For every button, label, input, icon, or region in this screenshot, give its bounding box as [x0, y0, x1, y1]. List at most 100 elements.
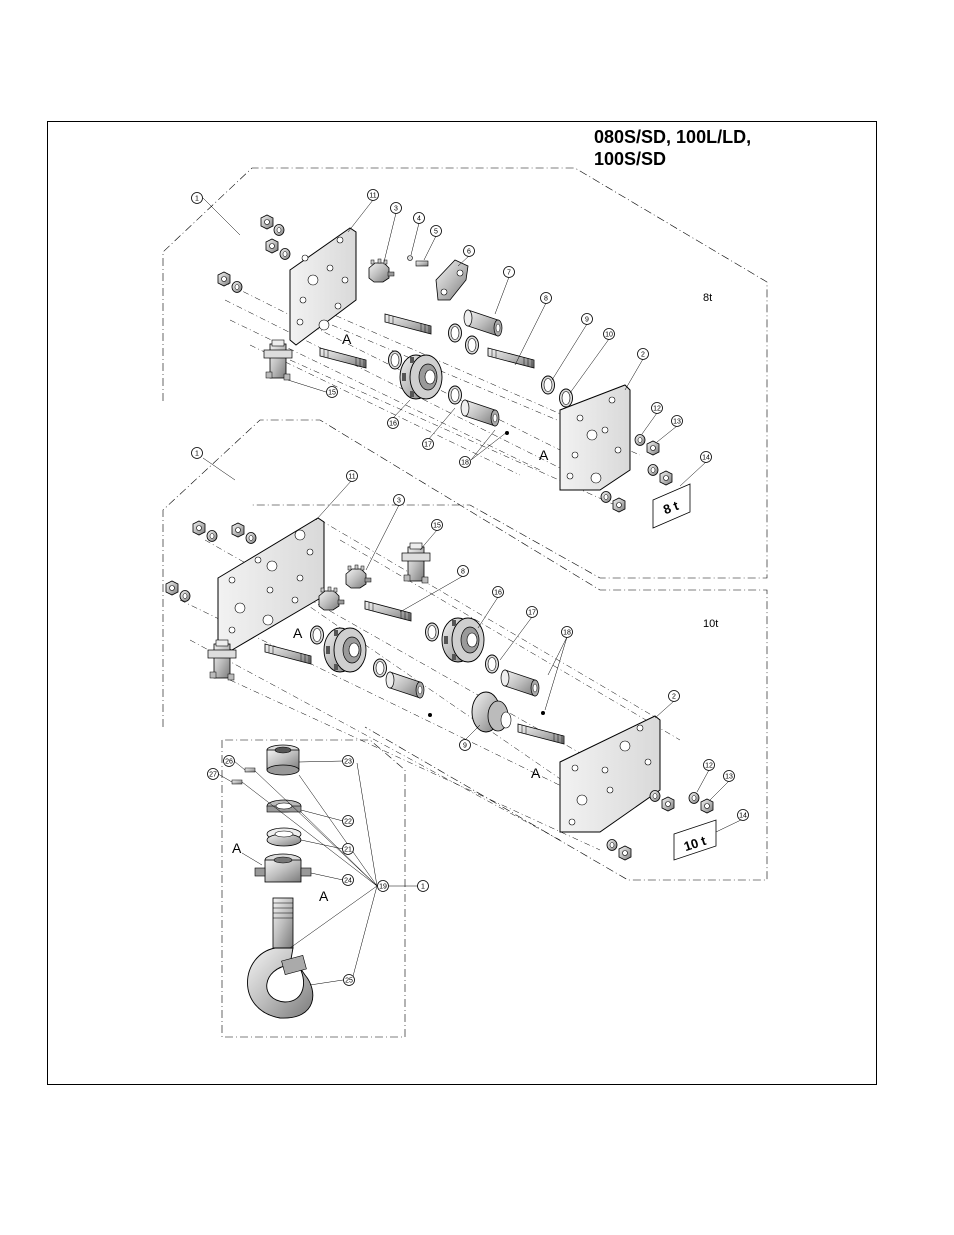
hook-boundary-line [221, 739, 406, 1038]
lower-ring-a [310, 625, 324, 645]
callout-27: 27 [207, 768, 219, 780]
callout-8-lower: 8 [457, 565, 469, 577]
upper-shaft-left [384, 313, 432, 335]
lower-capacity-plate-14 [673, 819, 717, 861]
upper-mark-a-right: A [539, 447, 549, 463]
lower-mark-a-left: A [293, 625, 303, 641]
upper-assembly-8t: 8 t 8t A A [162, 167, 768, 579]
upper-castle-nut-3 [368, 258, 395, 283]
lower-nut-a [192, 520, 206, 536]
lower-nut-c [165, 580, 179, 596]
upper-shaft-lower [319, 347, 367, 369]
lower-variant-label: 10t [703, 618, 718, 630]
model-title-line-2: 100S/SD [594, 149, 667, 169]
lower-grease-nipple-a [428, 713, 432, 717]
upper-nut-13 [646, 440, 660, 456]
upper-washer-a [273, 224, 285, 236]
lower-ring-c [425, 622, 439, 642]
callout-6: 6 [463, 245, 475, 257]
callout-11-lower: 11 [346, 470, 358, 482]
lower-castle-nut-b [318, 586, 345, 611]
lower-shaft-8 [364, 600, 412, 622]
svg-text:11: 11 [369, 193, 376, 200]
svg-text:1: 1 [421, 884, 425, 891]
callout-23: 23 [342, 755, 354, 767]
callout-16-lower: 16 [492, 586, 504, 598]
svg-text:1: 1 [195, 196, 199, 203]
svg-text:9: 9 [463, 743, 467, 750]
callout-25: 25 [343, 974, 355, 986]
upper-pin-4 [407, 255, 413, 261]
hook-mark-a-left: A [232, 840, 242, 856]
lower-guide-lines [179, 519, 681, 851]
callout-12-upper: 12 [651, 402, 663, 414]
lower-capacity-label: 10 t [682, 833, 709, 854]
svg-text:15: 15 [433, 523, 441, 530]
svg-text:4: 4 [417, 216, 421, 223]
callout-1-hook: 1 [417, 880, 429, 892]
lower-grease-nipple-b [541, 711, 545, 715]
callout-18-upper: 18 [459, 456, 471, 468]
lower-washer-a [206, 530, 218, 542]
callout-24: 24 [342, 874, 354, 886]
callout-5: 5 [430, 225, 442, 237]
upper-grease-nipple [505, 431, 509, 435]
lower-shaft-right [517, 723, 565, 745]
svg-text:17: 17 [424, 442, 432, 449]
upper-washer-b [279, 248, 291, 260]
lower-washer-c [179, 590, 191, 602]
upper-spacer-a [448, 323, 462, 343]
callout-9-lower: 9 [459, 739, 471, 751]
upper-washer-12 [634, 434, 646, 446]
callout-1-upper: 1 [191, 192, 203, 204]
upper-nut-lower [659, 470, 673, 486]
lower-leader-lines [202, 457, 744, 833]
callout-18-lower: 18 [561, 626, 573, 638]
lower-nut-13 [700, 798, 714, 814]
upper-bolt-5 [415, 260, 429, 267]
callout-10: 10 [603, 328, 615, 340]
callouts: 1 11 3 4 5 6 7 8 9 10 2 12 13 14 15 16 1… [191, 189, 749, 986]
svg-text:8: 8 [544, 296, 548, 303]
callout-8-upper: 8 [540, 292, 552, 304]
svg-text:10: 10 [605, 332, 613, 339]
svg-text:22: 22 [344, 819, 352, 826]
svg-text:15: 15 [328, 390, 336, 397]
hook-25 [247, 897, 314, 1019]
svg-text:21: 21 [344, 847, 352, 854]
lower-nut-a-right [661, 796, 675, 812]
upper-ring-10 [559, 388, 573, 408]
model-title: 080S/SD, 100L/LD, 100S/SD [594, 126, 751, 170]
lower-washer-b [245, 532, 257, 544]
hook-nut-23 [266, 744, 300, 776]
svg-text:6: 6 [467, 249, 471, 256]
upper-washer-bottom [600, 491, 612, 503]
upper-leader-lines [202, 197, 707, 487]
hook-crosshead-24 [254, 853, 312, 883]
upper-lever-6 [435, 259, 469, 301]
callout-7: 7 [503, 266, 515, 278]
svg-text:8: 8 [461, 569, 465, 576]
upper-nut-a [260, 214, 274, 230]
upper-axle-18 [460, 399, 500, 427]
svg-text:18: 18 [461, 460, 469, 467]
upper-shaft-8 [487, 347, 535, 369]
upper-ring-17 [448, 385, 462, 405]
svg-text:9: 9 [585, 317, 589, 324]
lower-axle-18 [500, 669, 540, 697]
lower-trolley-wheel-a [323, 627, 367, 673]
upper-capacity-label: 8 t [661, 498, 681, 518]
svg-text:27: 27 [209, 772, 217, 779]
callout-11-upper: 11 [367, 189, 379, 201]
upper-nut-bottom [612, 497, 626, 513]
hook-pin-26 [244, 767, 256, 773]
lower-shaft-lower [264, 643, 312, 665]
svg-text:13: 13 [673, 419, 681, 426]
callout-15-lower: 15 [431, 519, 443, 531]
hook-thrust-bearing-21 [266, 827, 302, 847]
callout-26: 26 [223, 755, 235, 767]
upper-boundary-line [162, 167, 768, 579]
upper-variant-label: 8t [703, 292, 712, 304]
diagram-frame [47, 121, 877, 1085]
svg-text:18: 18 [563, 630, 571, 637]
